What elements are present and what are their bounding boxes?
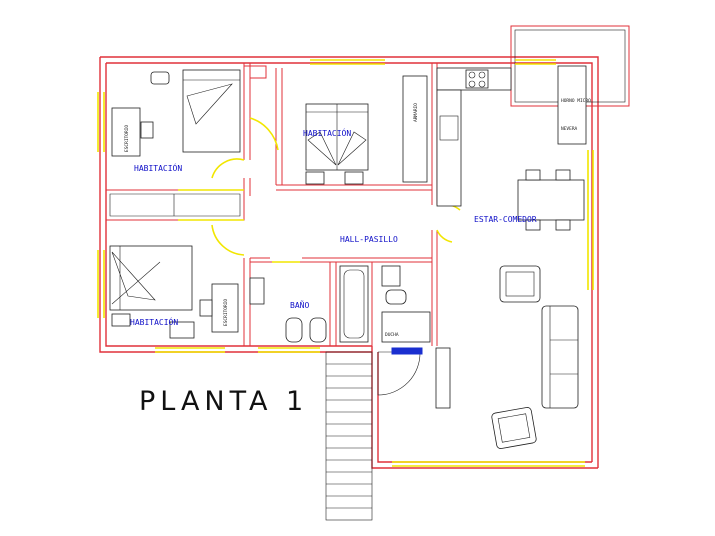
room-label-bedroom-bottom-left: HABITACIÓN <box>130 316 178 327</box>
desk-top-label: ESCRITORIO <box>124 125 130 152</box>
windows <box>97 59 594 467</box>
wardrobe-label: ARMARIO <box>413 103 419 122</box>
room-label-living-dining: ESTAR-COMEDOR <box>474 215 537 224</box>
stairs <box>325 351 373 521</box>
fridge-label: NEVERA <box>561 126 578 132</box>
drawing-title: PLANTA 1 <box>139 386 308 417</box>
bedroom-top-center: ARMARIO HABITACIÓN <box>303 75 428 185</box>
bedroom-bottom-left: ESCRITORIO HABITACIÓN <box>109 245 239 339</box>
room-label-hall: HALL-PASILLO <box>340 235 398 244</box>
hall: HALL-PASILLO <box>340 235 398 244</box>
shower-label: DUCHA <box>385 332 399 338</box>
room-label-bedroom-top-center: HABITACIÓN <box>303 127 351 138</box>
room-label-bathroom: BAÑO <box>290 300 309 310</box>
bedroom-top-left: ESCRITORIO HABITACIÓN <box>111 69 241 173</box>
room-label-bedroom-top-left: HABITACIÓN <box>134 162 182 173</box>
living-dining: HORNO MICRO NEVERA ESTAR-COMEDOR <box>391 65 591 449</box>
desk-bottom-label: ESCRITORIO <box>223 299 229 326</box>
bathroom: DUCHA BAÑO <box>249 265 431 343</box>
microwave-label: HORNO MICRO <box>561 98 591 104</box>
